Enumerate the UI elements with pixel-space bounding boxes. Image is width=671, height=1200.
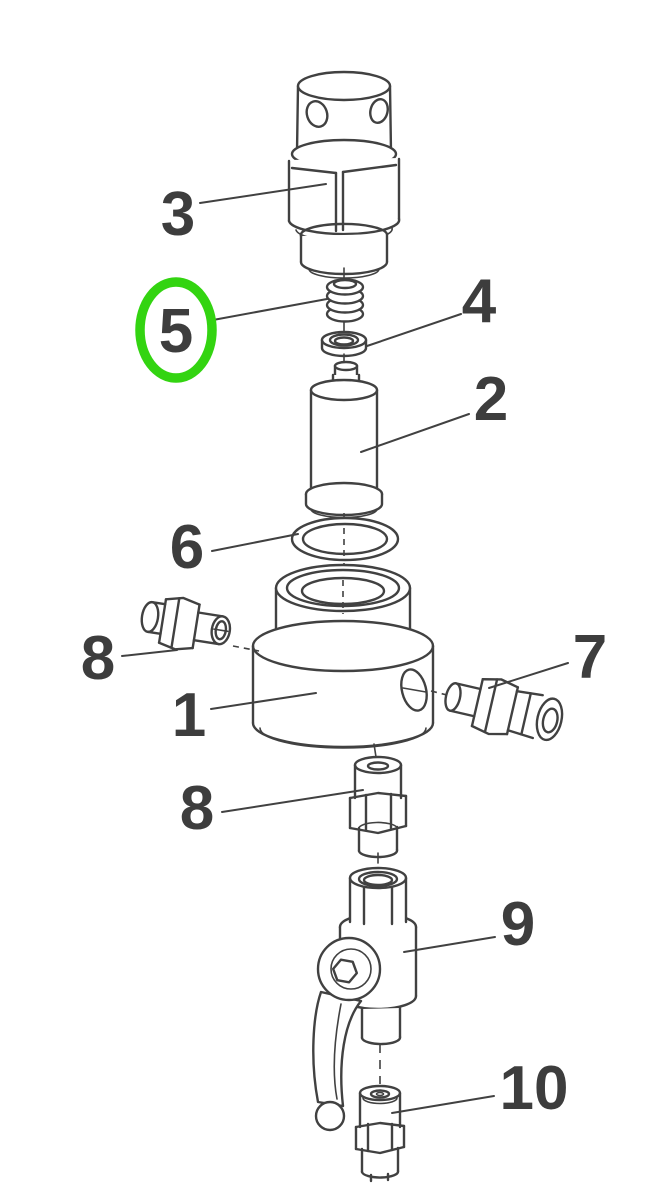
callout-8-left: 8 (81, 624, 115, 693)
callout-6: 6 (170, 513, 204, 582)
cap-hole-right (369, 97, 389, 125)
part-cap (287, 70, 401, 279)
part-body (251, 563, 435, 749)
leader-lines (121, 183, 569, 1114)
leader-4 (366, 313, 462, 347)
callout-9: 9 (501, 890, 535, 959)
part-spring (325, 278, 365, 323)
valve-handle-ball (314, 1100, 346, 1132)
leader-1 (210, 692, 317, 710)
leader-7 (488, 662, 569, 689)
callout-2: 2 (474, 365, 508, 434)
leader-6 (211, 533, 299, 552)
callout-5: 5 (159, 297, 193, 366)
part-cartridge (304, 378, 384, 519)
callout-7: 7 (573, 623, 607, 692)
highlight-ellipse (135, 277, 217, 383)
callout-3: 3 (161, 180, 195, 249)
centerline (373, 743, 377, 758)
valve-handle (312, 990, 363, 1108)
part-fitting-lowest (354, 1084, 406, 1183)
callout-1: 1 (172, 681, 206, 750)
valve-stem-hex-recess (331, 958, 359, 984)
leader-8-bottom (221, 789, 364, 813)
leader-5 (212, 298, 328, 321)
part-oring (290, 516, 400, 562)
centerline-dash (232, 645, 260, 652)
leader-3 (199, 183, 327, 204)
leader-2 (360, 413, 470, 453)
part-washer (320, 330, 368, 358)
leader-8-left (121, 649, 178, 657)
part-ball-valve (312, 866, 418, 1132)
centerline-dash (430, 690, 452, 697)
part-fitting-bottom (348, 755, 408, 859)
leader-10 (391, 1095, 495, 1114)
part-fitting-right (444, 678, 564, 742)
part-fitting-left (140, 596, 232, 651)
callout-8-bottom: 8 (180, 774, 214, 843)
callout-10: 10 (500, 1054, 569, 1123)
callout-4: 4 (462, 267, 497, 336)
cap-hole-left (305, 100, 329, 128)
callout-labels: 3 5 4 2 6 8 1 7 8 9 10 (81, 180, 607, 1123)
leader-9 (403, 936, 496, 953)
